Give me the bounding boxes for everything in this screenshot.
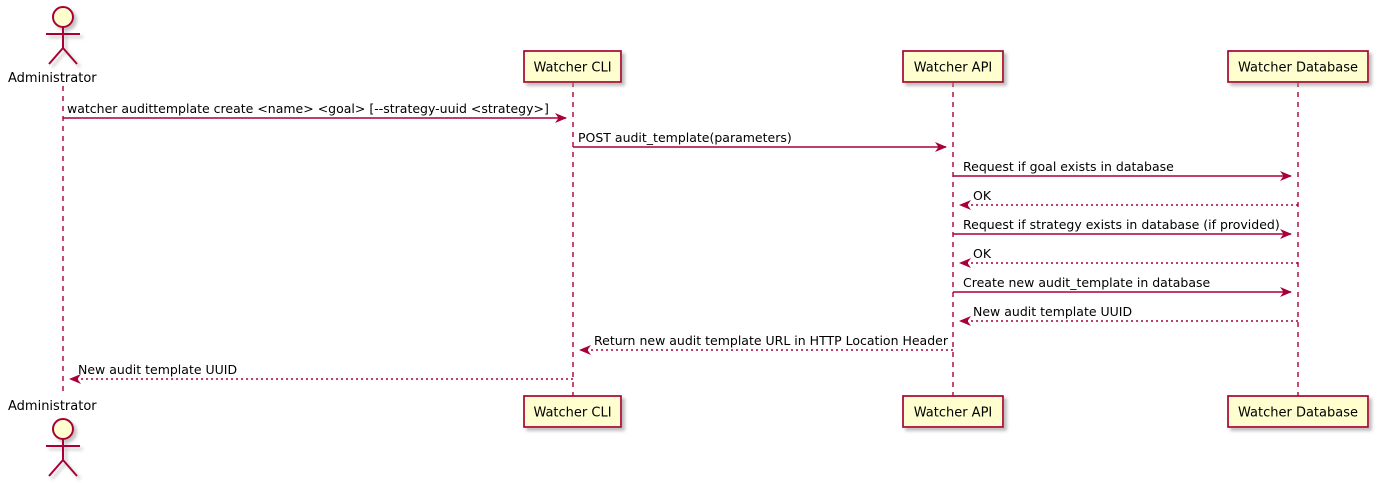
participant-label-watcher-database: Watcher Database xyxy=(1238,61,1358,76)
message-label: New audit template UUID xyxy=(973,304,1132,319)
participant-label-watcher-api: Watcher API xyxy=(914,61,993,76)
actor-label-administrator-top: Administrator xyxy=(8,71,97,86)
participant-box-watcher-api-bottom: Watcher API xyxy=(902,395,1004,428)
message-label: OK xyxy=(973,246,992,261)
message-label: New audit template UUID xyxy=(78,362,237,377)
message-7: New audit template UUID xyxy=(959,304,1298,326)
actor-right-leg-line xyxy=(62,459,78,477)
message-6: Create new audit_template in database xyxy=(953,275,1292,297)
participant-box-watcher-cli-top: Watcher CLI xyxy=(523,50,622,83)
message-0: watcher audittemplate create <name> <goa… xyxy=(63,101,567,123)
message-label: watcher audittemplate create <name> <goa… xyxy=(67,101,549,116)
participant-label-watcher-api: Watcher API xyxy=(914,406,993,421)
message-label: Return new audit template URL in HTTP Lo… xyxy=(594,333,949,348)
message-3: OK xyxy=(959,188,1298,210)
actor-head-icon xyxy=(52,6,74,28)
message-4: Request if strategy exists in database (… xyxy=(953,217,1292,239)
participant-box-rect xyxy=(523,50,622,83)
participant-label-watcher-cli: Watcher CLI xyxy=(533,406,611,421)
participant-box-rect xyxy=(902,50,1004,83)
actor-head-icon xyxy=(52,418,74,440)
lifelines xyxy=(62,82,1299,396)
participant-label-watcher-cli: Watcher CLI xyxy=(533,61,611,76)
participant-box-watcher-database-bottom: Watcher Database xyxy=(1227,395,1369,428)
actor-left-leg-line xyxy=(48,47,64,65)
message-label: OK xyxy=(973,188,992,203)
actor-administrator-top xyxy=(46,6,80,65)
message-2: Request if goal exists in database xyxy=(953,159,1292,181)
message-1: POST audit_template(parameters) xyxy=(573,130,947,152)
message-9: New audit template UUID xyxy=(69,362,573,384)
message-label: POST audit_template(parameters) xyxy=(578,130,792,145)
participant-box-watcher-cli-bottom: Watcher CLI xyxy=(523,395,622,428)
actor-right-leg-line xyxy=(62,47,78,65)
participant-box-rect xyxy=(1227,50,1369,83)
message-5: OK xyxy=(959,246,1298,268)
message-8: Return new audit template URL in HTTP Lo… xyxy=(579,333,953,355)
participant-box-rect xyxy=(902,395,1004,428)
participant-box-rect xyxy=(523,395,622,428)
participant-label-watcher-database: Watcher Database xyxy=(1238,406,1358,421)
message-label: Request if goal exists in database xyxy=(963,159,1174,174)
participant-box-watcher-database-top: Watcher Database xyxy=(1227,50,1369,83)
actor-left-leg-line xyxy=(48,459,64,477)
participant-box-rect xyxy=(1227,395,1369,428)
message-label: Create new audit_template in database xyxy=(963,275,1210,290)
actor-label-administrator-bottom: Administrator xyxy=(8,399,97,414)
participant-box-watcher-api-top: Watcher API xyxy=(902,50,1004,83)
actor-administrator-bottom xyxy=(46,418,80,477)
message-label: Request if strategy exists in database (… xyxy=(963,217,1280,232)
